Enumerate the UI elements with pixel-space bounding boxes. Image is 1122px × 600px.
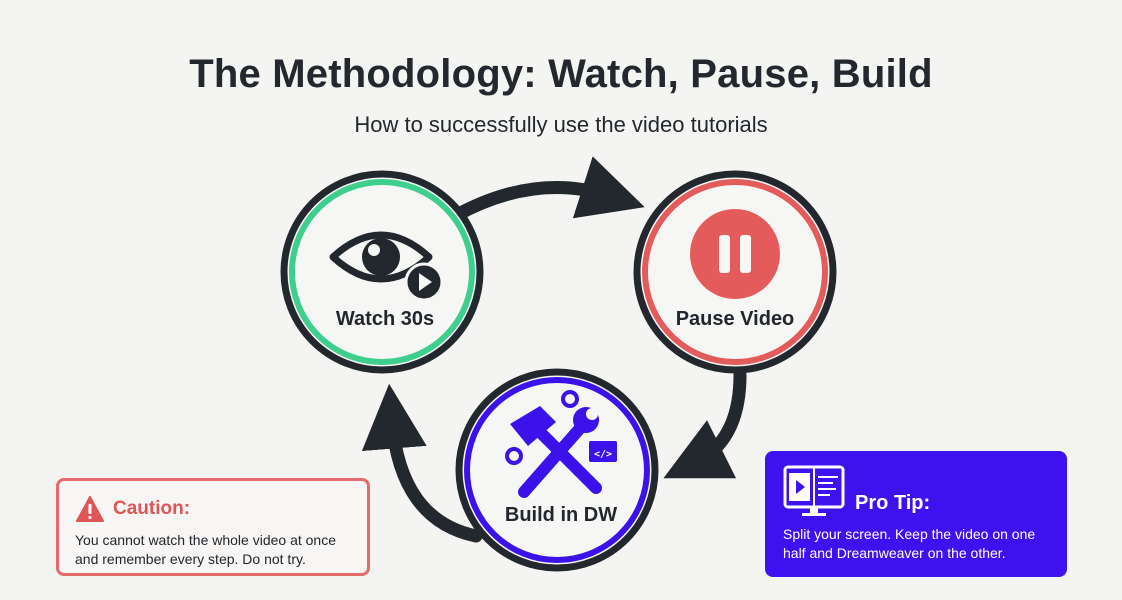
caution-text: You cannot watch the whole video at once… xyxy=(75,532,337,567)
page-title: The Methodology: Watch, Pause, Build xyxy=(189,52,933,96)
gear-icon xyxy=(505,447,523,465)
step-watch-ring xyxy=(289,179,475,365)
pro-tip-text: Split your screen. Keep the video on one… xyxy=(783,526,1036,561)
warning-icon xyxy=(76,496,104,522)
step-pause-ring xyxy=(642,179,828,365)
step-watch: Watch 30s xyxy=(280,170,484,374)
tools-code-icon: </> xyxy=(505,390,617,498)
step-watch-label: Watch 30s xyxy=(336,308,434,330)
step-build-ring xyxy=(464,377,650,563)
pro-tip-callout: Pro Tip: Split your screen. Keep the vid… xyxy=(765,451,1067,577)
arrow-watch-to-pause xyxy=(448,156,645,223)
pro-tip-title: Pro Tip: xyxy=(855,491,931,514)
split-screen-icon xyxy=(783,465,845,516)
gear-icon xyxy=(561,390,579,408)
pro-tip-header: Pro Tip: xyxy=(783,465,1049,519)
arrow-build-to-watch xyxy=(361,383,483,543)
step-pause-label: Pause Video xyxy=(676,308,795,330)
pause-icon xyxy=(690,209,780,299)
caution-callout: Caution: You cannot watch the whole vide… xyxy=(56,478,370,576)
eye-play-icon xyxy=(329,231,444,302)
code-window-icon xyxy=(589,441,617,462)
step-pause: Pause Video xyxy=(633,170,837,374)
step-build: </> Build in DW xyxy=(455,368,659,572)
page-subtitle: How to successfully use the video tutori… xyxy=(354,112,768,137)
step-build-label: Build in DW xyxy=(505,504,617,526)
caution-title: Caution: xyxy=(113,498,191,519)
caution-header: Caution: xyxy=(75,495,351,523)
arrow-pause-to-build xyxy=(663,368,747,479)
svg-text:</>: </> xyxy=(594,449,612,460)
